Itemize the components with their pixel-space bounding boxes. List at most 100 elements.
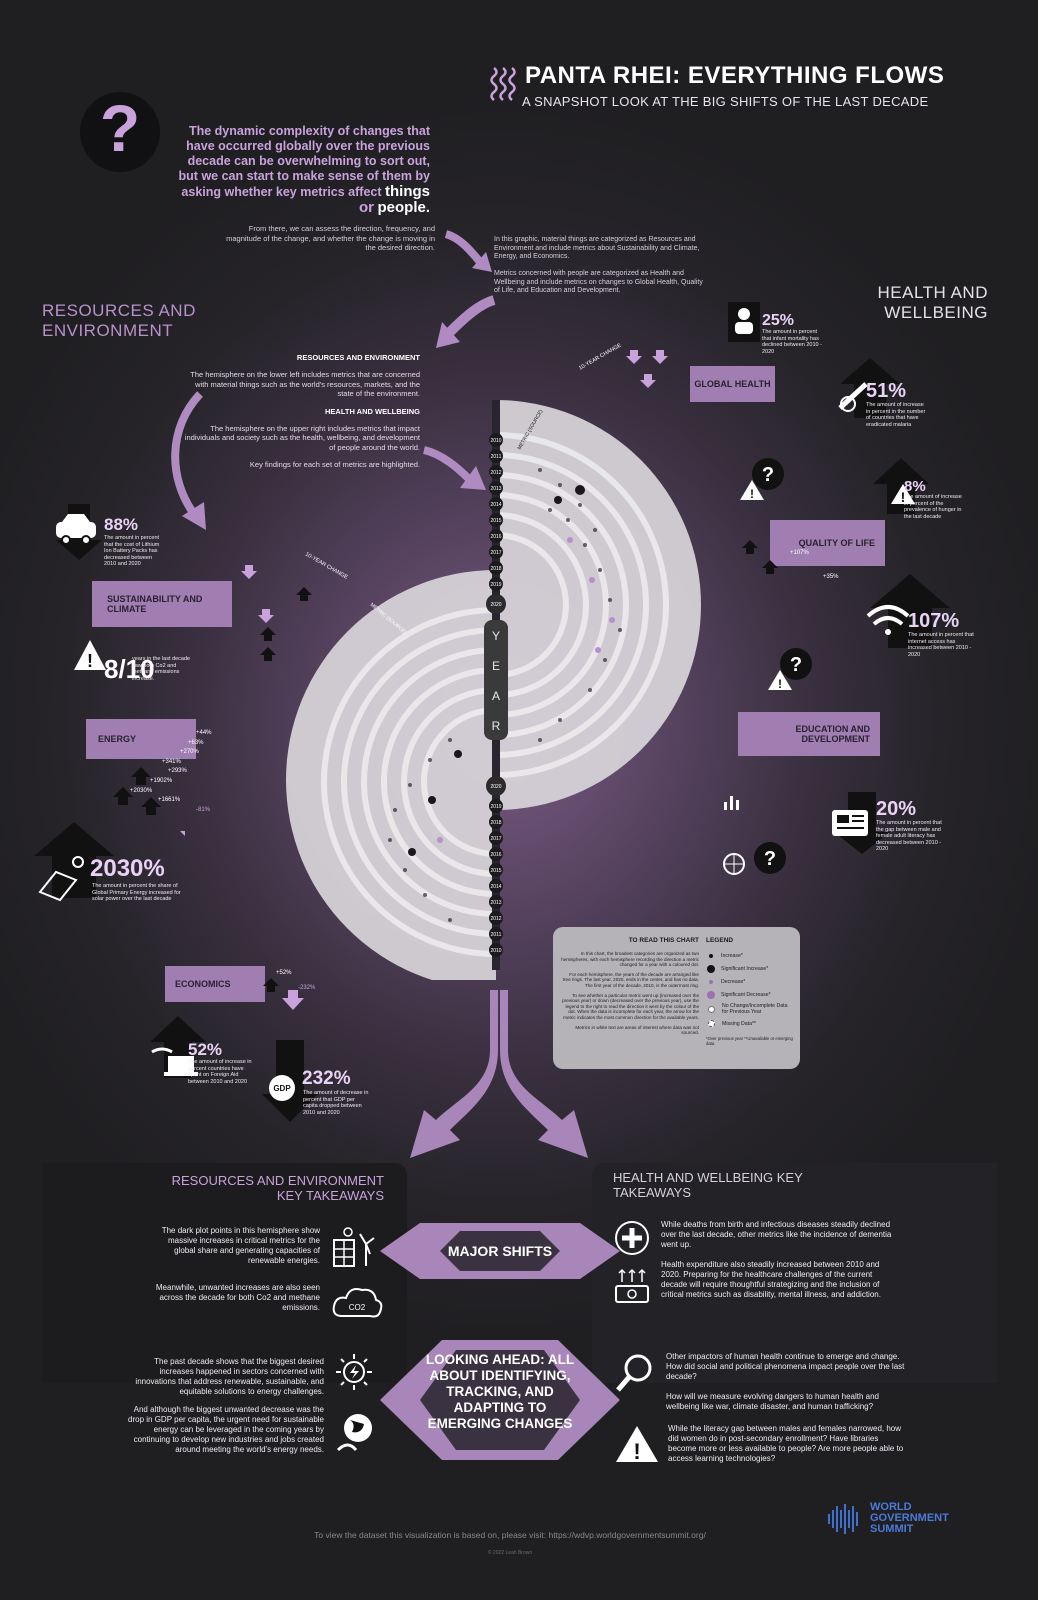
year-badge: 2015 (490, 518, 501, 524)
baby-icon (728, 302, 760, 342)
legend-item-label: Decrease* (721, 978, 746, 985)
svg-text:!: ! (633, 1439, 640, 1464)
legend-item-label: Increase* (721, 952, 743, 959)
year-letter: Y (492, 629, 500, 643)
dot-icon (709, 953, 713, 958)
legend-footnote: *Over previous year **Unavailable or eme… (706, 1036, 793, 1046)
copyright: © 2022 Leah Brown (487, 1550, 533, 1556)
stat-emissions-caption: years in the last decade saw both Co2 an… (132, 656, 191, 682)
newspaper-icon (832, 792, 890, 854)
re-takeaway-1: The dark plot points in this hemisphere … (161, 1226, 320, 1265)
dot-icon (707, 964, 715, 973)
intro-or: or (359, 199, 374, 216)
ten-year-change-label: 10-YEAR CHANGE (578, 342, 623, 371)
stat-literacy-caption: The amount in percent that the gap betwe… (876, 820, 942, 852)
svg-text:!: ! (778, 677, 782, 691)
arrow-set (113, 767, 185, 836)
change-label: +63% (188, 739, 204, 746)
hw-takeaway-3: Other impactors of human health continue… (666, 1352, 905, 1381)
legend-box: TO READ THIS CHART In this chart, the br… (553, 927, 800, 1069)
stat-hunger-pct: 8% (904, 478, 926, 495)
year-badge: 2012 (490, 470, 501, 476)
year-letter: A (492, 689, 500, 703)
change-label: +293% (168, 768, 187, 775)
legend-item-label: Significant Decrease* (721, 991, 771, 998)
magnifier-icon (616, 1354, 652, 1392)
year-badge: 2016 (490, 852, 501, 858)
arrow-set (263, 978, 304, 1010)
page-title: PANTA RHEI: EVERYTHING FLOWS (525, 62, 945, 89)
curved-arrow-icon (422, 446, 486, 490)
legend-item: Significant Decrease* (706, 988, 794, 1001)
legend-item: Missing Data** (706, 1017, 794, 1030)
syringe-icon (838, 358, 900, 418)
people-definition: Metrics concerned with people are catego… (494, 270, 703, 294)
chart-icon (724, 796, 739, 810)
year-badge: 2017 (490, 550, 501, 556)
intro-period: . (425, 199, 430, 216)
hw-takeaways-title: HEALTH AND WELLBEING KEY TAKEAWAYS (613, 1170, 803, 1200)
legend-how-p: To see whether a particular metric went … (562, 992, 699, 1020)
stat-malaria-pct: 51% (866, 380, 907, 402)
year-badge: 2010 (490, 438, 501, 444)
question-warning-icon: ? ! (768, 648, 812, 691)
year-badge: 2011 (491, 454, 502, 460)
years-top: 2010 2011 2012 2013 2014 2015 2016 2017 … (486, 433, 506, 614)
dot-icon (709, 979, 713, 984)
svg-text:!: ! (87, 651, 93, 671)
warning-icon: ! (74, 640, 106, 671)
year-badge: 2019 (490, 582, 501, 588)
econ-change-label: -232% (298, 985, 316, 991)
stat-hunger-caption: The amount of increase in percent of the… (904, 494, 962, 520)
legend-item: No Change/Incomplete Data for Previous Y… (706, 1001, 794, 1017)
stat-infant-caption: The amount in percent that infant mortal… (762, 329, 822, 355)
earth-plant-icon (336, 1414, 372, 1452)
sun-energy-icon (336, 1354, 372, 1390)
stat-gdp-pct: 232% (302, 1068, 351, 1089)
curved-arrow-icon (436, 295, 496, 348)
change-label: +1661% (158, 797, 181, 804)
legend-how-p: For each hemisphere, the years of the de… (562, 971, 699, 988)
key-findings-text: Key findings for each set of metrics are… (249, 460, 420, 469)
legend-how-p: Metrics in white text are areas of inter… (575, 1024, 699, 1036)
major-shifts-label: MAJOR SHIFTS (447, 1243, 553, 1259)
svg-text:?: ? (790, 654, 802, 676)
intro-people: people (377, 199, 426, 216)
year-badge: 2014 (490, 884, 501, 890)
svg-text:!: ! (750, 487, 754, 501)
looking-ahead-banner (380, 1340, 620, 1460)
gdp-icon-text: GDP (273, 1084, 291, 1093)
stat-malaria-caption: The amount of increase in percent in the… (866, 402, 926, 428)
change-label: +44% (196, 730, 212, 736)
stat-internet-caption: The amount in percent that internet acce… (908, 632, 974, 658)
wifi-icon (866, 574, 950, 648)
year-badge: 2013 (490, 486, 501, 492)
intro-lead-text: The dynamic complexity of changes that h… (178, 124, 430, 199)
svg-text:?: ? (764, 848, 776, 870)
stat-gdp-caption: The amount of decrease in percent that G… (303, 1090, 369, 1116)
dataset-link[interactable]: To view the dataset this visualization i… (314, 1530, 706, 1540)
legend-how-text: In this chart, the broadest categories a… (561, 951, 699, 1036)
stat-fdi-pct: 52% (188, 1040, 223, 1059)
re-takeaways-title: RESOURCES AND ENVIRONMENT KEY TAKEAWAYS (171, 1173, 384, 1203)
arrow-set (742, 540, 778, 574)
legend-item: Decrease* (706, 975, 794, 988)
re-takeaway-2: Meanwhile, unwanted increases are also s… (155, 1283, 320, 1312)
year-badge: 2012 (490, 916, 501, 922)
things-definition: In this graphic, material things are cat… (494, 236, 700, 260)
foreign-aid-icon (150, 1016, 206, 1078)
category-energy: ENERGY (86, 719, 196, 759)
money-growth-icon (615, 1268, 649, 1303)
left-hemisphere-title: RESOURCES AND ENVIRONMENT (42, 301, 196, 340)
year-badge: 2018 (490, 566, 501, 572)
legend-how-p: In this chart, the broadest categories a… (561, 951, 699, 968)
qol-change-label: +107% (790, 550, 809, 556)
re-takeaway-4: And although the biggest unwanted decrea… (128, 1405, 324, 1454)
legend-how-title: TO READ THIS CHART (628, 937, 699, 944)
hw-hemisphere-disc (496, 400, 701, 810)
hemisphere-explainer: RESOURCES AND ENVIRONMENT The hemisphere… (180, 353, 420, 469)
major-shifts-banner (380, 1223, 620, 1279)
arrow-set (241, 565, 312, 661)
wgs-logo-icon (828, 1504, 858, 1534)
category-economics: ECONOMICS (165, 966, 265, 1002)
